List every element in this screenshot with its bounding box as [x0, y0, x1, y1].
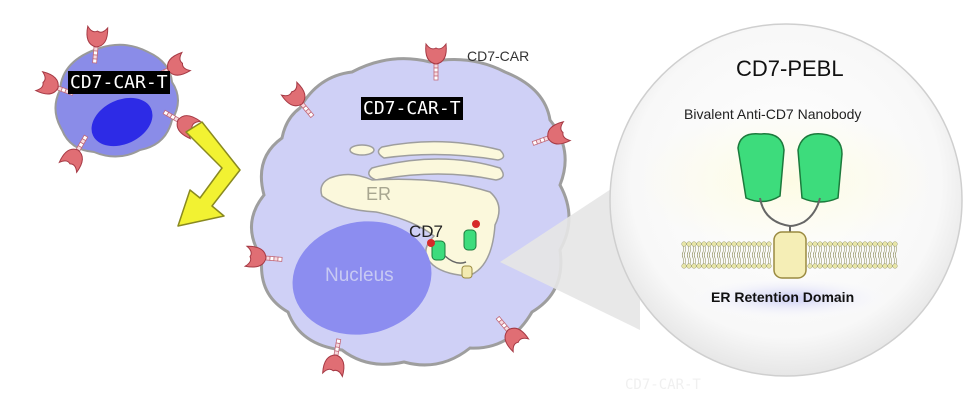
endoplasmic-reticulum	[320, 140, 505, 277]
zoom-callout	[500, 170, 640, 330]
small-cell-nucleus	[91, 97, 153, 147]
large-car-t-cell	[244, 43, 571, 377]
cell-title: CD7-CAR-T	[361, 97, 463, 120]
zoom-bubble	[609, 23, 963, 377]
cd7-label: CD7	[409, 222, 444, 241]
nanobody-icon	[737, 133, 843, 236]
yellow-arrow-icon	[177, 121, 241, 227]
small-cell-title: CD7-CAR-T	[68, 71, 170, 94]
er-label: ER	[366, 184, 392, 204]
nucleus-label: Nucleus	[325, 265, 394, 286]
er-retention-domain	[773, 231, 807, 279]
pebl-title: CD7-PEBL	[736, 56, 844, 81]
pebl-complex-small	[427, 220, 480, 279]
nucleus	[292, 221, 432, 335]
small-car-t-cell	[35, 25, 201, 173]
watermark-text: CD7-CAR-T	[625, 377, 701, 393]
nanobody-label: Bivalent Anti-CD7 Nanobody	[684, 106, 862, 122]
car-label: CD7-CAR	[467, 48, 530, 64]
er-retention-label: ER Retention Domain	[711, 289, 855, 305]
